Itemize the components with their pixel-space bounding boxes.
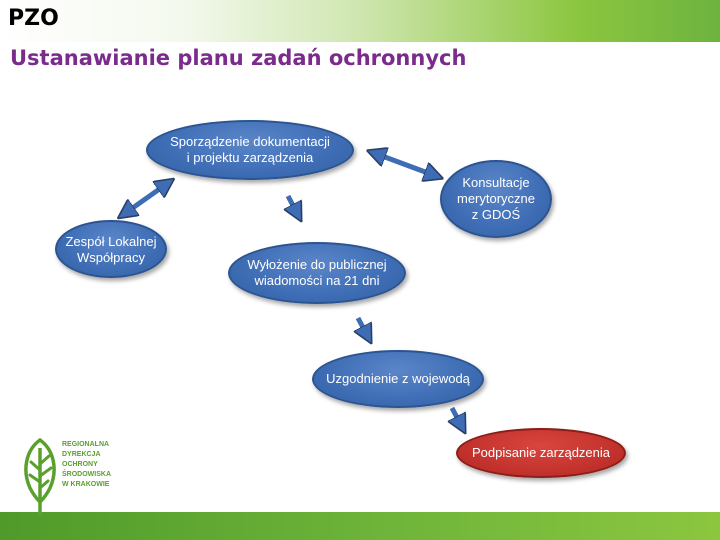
leaf-icon xyxy=(24,437,56,516)
bottom-banner xyxy=(0,512,720,540)
slide-code: PZO xyxy=(8,6,59,31)
logo-line: OCHRONY xyxy=(62,461,98,468)
top-banner xyxy=(0,0,720,42)
arrow-doc-wylozenie xyxy=(288,194,298,215)
logo-line: W KRAKOWIE xyxy=(62,481,110,488)
logo-line: DYREKCJA xyxy=(62,451,101,458)
node-label: Podpisanie zarządzenia xyxy=(471,444,611,460)
arrow-wylozenie-uzgodnienie xyxy=(358,316,368,337)
rdos-logo: REGIONALNA DYREKCJA OCHRONY ŚRODOWISKA W… xyxy=(20,437,132,518)
node-label: Uzgodnienie z wojewodą xyxy=(326,370,470,386)
node-podpisanie-zarzadzenia: Podpisanie zarządzenia xyxy=(456,428,626,478)
node-label: Konsultacje merytoryczne z GDOŚ xyxy=(456,174,536,223)
slide-title: Ustanawianie planu zadań ochronnych xyxy=(10,46,467,70)
node-label: Zespół Lokalnej Współpracy xyxy=(65,234,157,266)
arrow-uzgodnienie-podpisanie xyxy=(452,406,462,427)
node-label: Wyłożenie do publicznej wiadomości na 21… xyxy=(247,256,387,288)
node-sporzadzenie-dokumentacji: Sporządzenie dokumentacji i projektu zar… xyxy=(146,120,354,180)
node-wylozenie-do-publicznej-wiadomosci: Wyłożenie do publicznej wiadomości na 21… xyxy=(228,242,406,304)
arrow-doc-zespol xyxy=(124,183,168,214)
logo-text: REGIONALNA DYREKCJA OCHRONY ŚRODOWISKA W… xyxy=(62,440,132,490)
logo-line: REGIONALNA xyxy=(62,441,110,448)
node-zespol-lokalnej-wspolpracy: Zespół Lokalnej Współpracy xyxy=(55,220,167,278)
logo-line: ŚRODOWISKA xyxy=(62,471,111,478)
node-konsultacje-gdos: Konsultacje merytoryczne z GDOŚ xyxy=(440,160,552,238)
node-uzgodnienie-z-wojewoda: Uzgodnienie z wojewodą xyxy=(312,350,484,408)
arrow-doc-konsultacje xyxy=(374,153,436,176)
node-label: Sporządzenie dokumentacji i projektu zar… xyxy=(170,133,330,165)
